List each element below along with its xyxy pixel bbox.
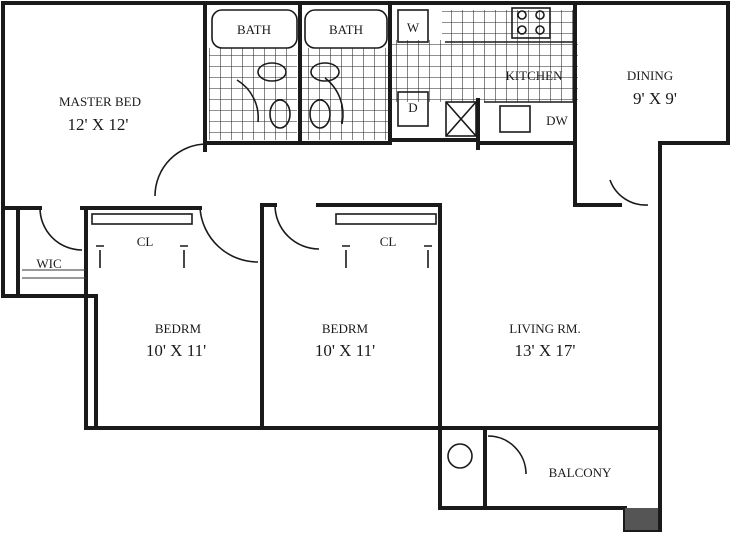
door-swings [39,77,649,475]
master-bed-name: MASTER BED [59,94,141,109]
bath-2-label: BATH [329,22,363,37]
dishwasher-label: DW [546,113,568,128]
living-room-size: 13' X 17' [515,341,576,360]
bedroom-2-name: BEDRM [322,321,369,336]
closet-2-label: CL [380,234,397,249]
dining-name: DINING [627,68,673,83]
walls [1,1,730,532]
washer-label: W [407,20,420,35]
tiled-floor-areas [209,10,578,140]
bedroom-1-size: 10' X 11' [146,341,206,360]
living-room-name: LIVING RM. [509,321,581,336]
dining-size: 9' X 9' [633,89,677,108]
master-bed-size: 12' X 12' [68,115,129,134]
closet-details [91,213,437,268]
bedroom-2-size: 10' X 11' [315,341,375,360]
balcony-label: BALCONY [549,465,612,480]
fixtures [22,7,658,530]
room-labels: MASTER BED 12' X 12' BATH BATH W D KITCH… [36,20,677,480]
bedroom-1-name: BEDRM [155,321,202,336]
kitchen-label: KITCHEN [505,68,563,83]
closet-1-label: CL [137,234,154,249]
wic-label: WIC [36,256,61,271]
bath-1-label: BATH [237,22,271,37]
dryer-label: D [408,100,417,115]
